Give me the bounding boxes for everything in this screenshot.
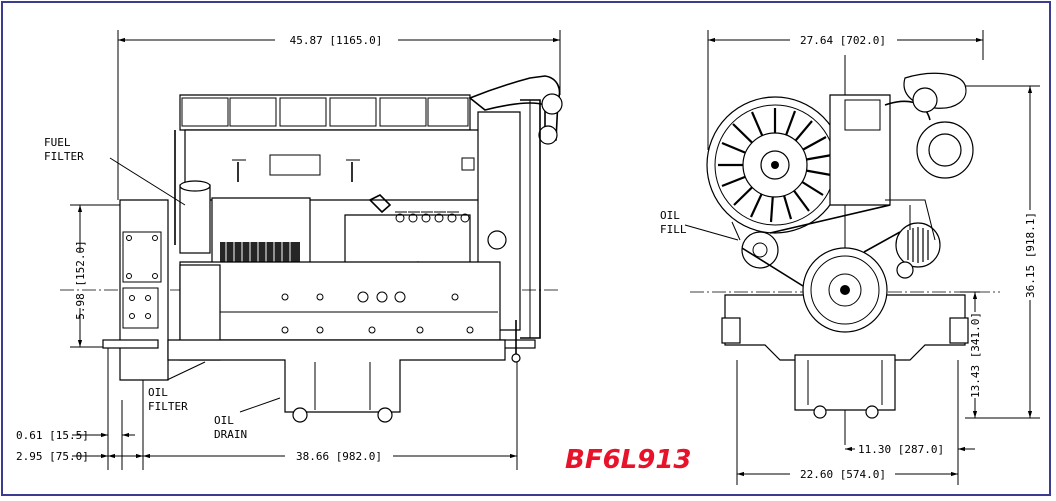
dim-mount-span: 38.66 [982.0] (296, 450, 382, 463)
oil-drain-label-1: OIL (214, 414, 234, 427)
dim-base-width: 22.60 [574.0] (800, 468, 886, 481)
front-dimensions (708, 37, 1033, 477)
fuel-filter-label-1: FUEL (44, 136, 71, 149)
dim-side-length: 45.87 [1165.0] (290, 34, 383, 47)
model-label: BF6L913 (565, 445, 692, 475)
dim-mount-offset: 2.95 [75.0] (16, 450, 89, 463)
dim-flywheel-offset: 0.61 [15.5] (16, 429, 89, 442)
oil-filter-label-2: FILTER (148, 400, 188, 413)
dim-half-base: 11.30 [287.0] (858, 443, 944, 456)
front-view (684, 30, 1040, 485)
oil-filter-label-1: OIL (148, 386, 168, 399)
dim-front-width: 27.64 [702.0] (800, 34, 886, 47)
dim-front-height: 36.15 [918.1] (1024, 212, 1037, 298)
side-dimensions (72, 37, 560, 459)
fuel-filter-label-2: FILTER (44, 150, 84, 163)
side-view (60, 30, 563, 470)
dim-crank-height: 13.43 [341.0] (969, 312, 982, 398)
oil-fill-label-2: FILL (660, 223, 687, 236)
oil-drain-label-2: DRAIN (214, 428, 247, 441)
dim-side-height: 5.98 [152.0] (74, 240, 87, 319)
oil-fill-label-1: OIL (660, 209, 680, 222)
